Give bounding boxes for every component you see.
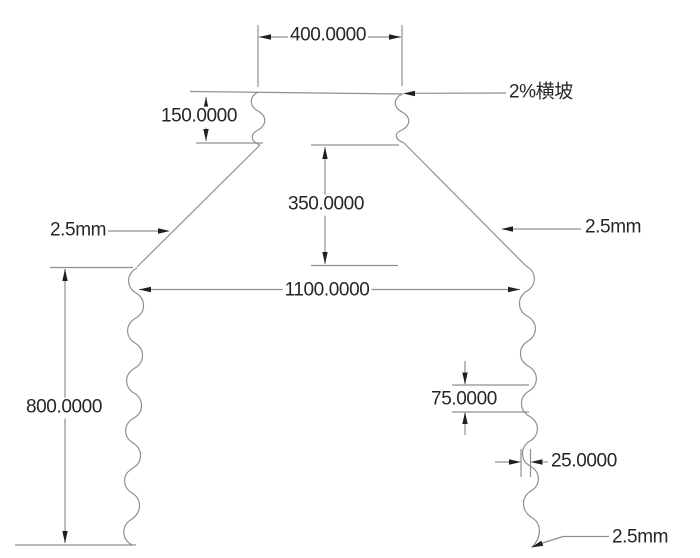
arrowhead-left-icon <box>501 226 513 232</box>
arrowhead-right-icon <box>158 228 170 234</box>
arrowhead-up-icon <box>322 147 328 159</box>
body-break-line-left <box>123 267 145 546</box>
thickness-lower-right-label: 2.5mm <box>610 526 671 549</box>
leader-thickness-upper-right <box>501 226 581 232</box>
arrowhead-down-icon <box>462 372 468 385</box>
leader-thickness-lower-right <box>531 535 609 548</box>
part-outline <box>15 90 540 548</box>
arrowhead-left-icon <box>139 286 151 293</box>
leader-line <box>540 535 564 545</box>
neck-break-line-left <box>250 91 266 146</box>
dim-wave-pitch-graphics <box>452 361 529 435</box>
top-surface-line <box>189 90 404 95</box>
dim-wave-pitch-label: 75.0000 <box>429 388 499 411</box>
arrowhead-down-icon <box>322 252 328 264</box>
arrowhead-down-icon <box>62 531 68 543</box>
leader-cross-slope <box>403 90 507 97</box>
thickness-upper-right-label: 2.5mm <box>583 216 644 239</box>
dim-neck-height-label: 150.0000 <box>158 105 240 128</box>
leader-thickness-upper-left <box>106 228 170 234</box>
body-break-line-right <box>518 265 540 548</box>
arrowhead-up-icon <box>203 97 209 109</box>
arrowhead-right-icon <box>389 34 401 40</box>
arrowhead-left-icon <box>403 90 415 97</box>
dim-top-width-label: 400.0000 <box>287 24 369 47</box>
thickness-upper-left-label: 2.5mm <box>48 219 109 242</box>
dim-upper-height-label: 350.0000 <box>285 193 367 216</box>
dim-wave-width-label: 25.0000 <box>549 450 619 473</box>
slope-line-right <box>403 142 527 267</box>
neck-break-line-right <box>394 93 410 144</box>
arrowhead-left-icon <box>259 34 271 40</box>
slope-line-left <box>136 144 261 268</box>
arrowhead-right-icon <box>509 459 521 465</box>
arrowhead-diagonal-icon <box>531 540 544 548</box>
dim-wave-width-graphics <box>495 449 548 477</box>
arrowhead-right-icon <box>508 286 520 293</box>
arrowhead-down-icon <box>203 129 209 141</box>
dim-body-height-label: 800.0000 <box>23 396 105 419</box>
dim-body-width-label: 1100.0000 <box>282 279 372 302</box>
arrowhead-up-icon <box>62 269 68 281</box>
cross-slope-note-label: 2%横坡 <box>507 81 575 104</box>
arrowhead-up-icon <box>462 412 468 424</box>
arrowhead-left-icon <box>530 459 543 465</box>
